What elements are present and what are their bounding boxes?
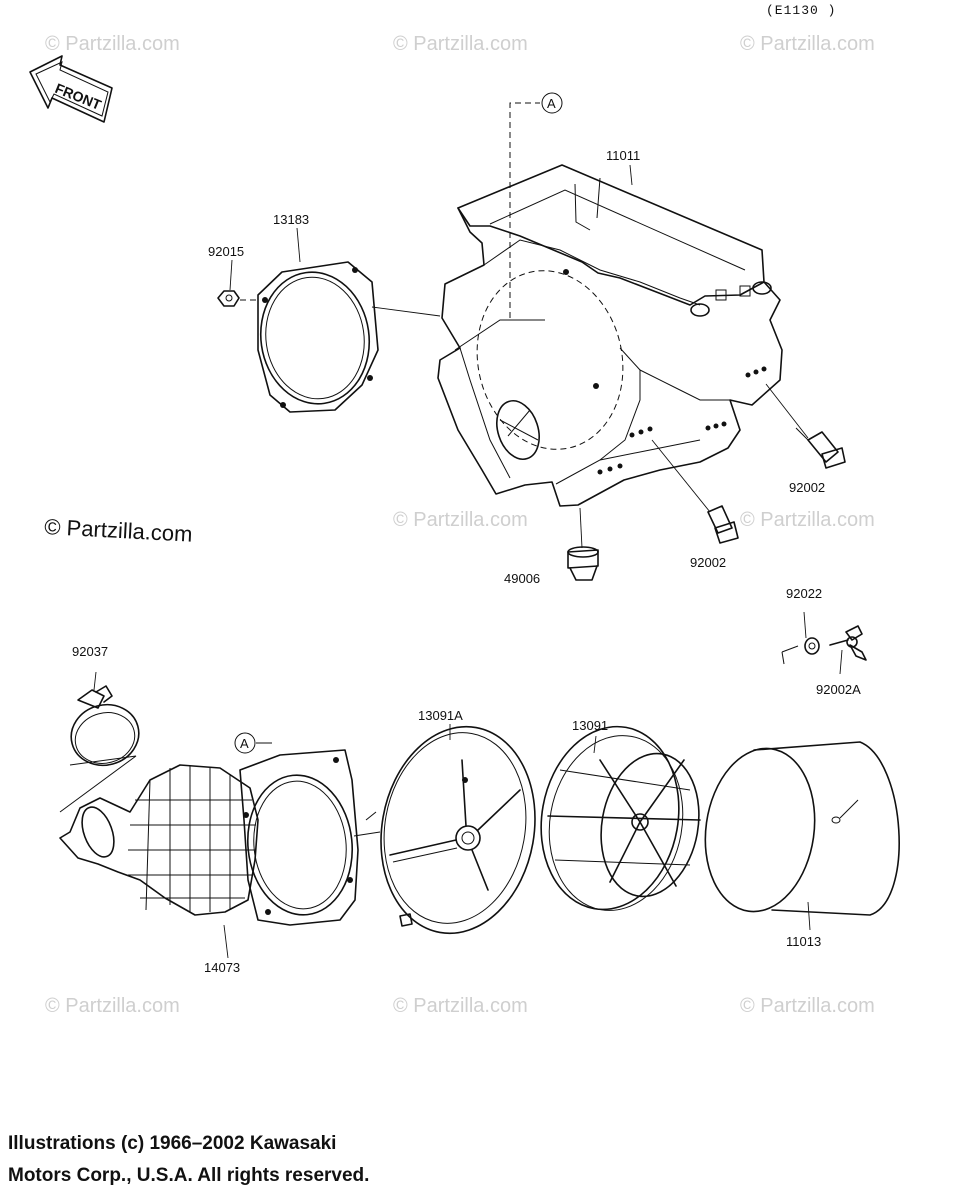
watermark-7: © Partzilla.com — [393, 995, 528, 1017]
duct-part — [59, 749, 381, 959]
label-11011: 11011 — [606, 148, 640, 163]
watermark-5: © Partzilla.com — [740, 509, 875, 531]
front-label: FRONT — [53, 80, 104, 113]
watermark-1: © Partzilla.com — [45, 33, 180, 55]
copyright-notice: Illustrations (c) 1966–2002 Kawasaki Mot… — [8, 1128, 369, 1192]
label-92022: 92022 — [786, 586, 822, 601]
watermark-6: © Partzilla.com — [45, 995, 180, 1017]
label-92002a: 92002A — [816, 682, 861, 697]
label-11013: 11013 — [786, 934, 821, 949]
bolt-center-part — [651, 439, 739, 544]
watermark-2: © Partzilla.com — [393, 33, 528, 55]
watermark-8: © Partzilla.com — [740, 995, 875, 1017]
part-labels: 11011 13183 92015 92002 92002 49006 9202… — [72, 148, 861, 975]
watermark-main: © Partzilla.com — [44, 514, 193, 547]
filter-holder-part — [365, 724, 536, 935]
label-92002-right: 92002 — [789, 480, 825, 495]
label-92015: 92015 — [208, 244, 244, 259]
drain-cap-part — [567, 507, 599, 581]
label-13091: 13091 — [572, 718, 608, 733]
callout-a-top-label: A — [547, 96, 556, 111]
nut-part — [217, 290, 240, 307]
label-92002-center: 92002 — [690, 555, 726, 570]
gasket-plate-part — [240, 261, 441, 413]
element-part — [704, 741, 900, 931]
label-14073: 14073 — [204, 960, 240, 975]
label-92037: 92037 — [72, 644, 108, 659]
label-49006: 49006 — [504, 571, 540, 586]
watermark-3: © Partzilla.com — [740, 33, 875, 55]
callout-a-top: A — [509, 92, 563, 318]
label-13183: 13183 — [273, 212, 309, 227]
washer-part — [781, 637, 820, 665]
label-13091a: 13091A — [418, 708, 463, 723]
front-arrow-icon: FRONT — [29, 55, 113, 123]
callout-a-lower: A — [234, 732, 272, 754]
clamp-part — [59, 671, 140, 813]
figure-code: (E1130 ) — [766, 3, 836, 18]
copyright-line-1: Illustrations (c) 1966–2002 Kawasaki — [8, 1133, 337, 1154]
watermark-4: © Partzilla.com — [393, 509, 528, 531]
wing-bolt-part — [829, 625, 867, 661]
bolt-right-part — [765, 383, 846, 469]
callout-a-lower-label: A — [240, 736, 249, 751]
watermarks: © Partzilla.com © Partzilla.com © Partzi… — [44, 33, 875, 1017]
copyright-line-2: Motors Corp., U.S.A. All rights reserved… — [8, 1165, 370, 1186]
air-box-part — [437, 164, 783, 507]
leader-lines — [229, 164, 843, 675]
filter-cage-part — [540, 725, 701, 911]
